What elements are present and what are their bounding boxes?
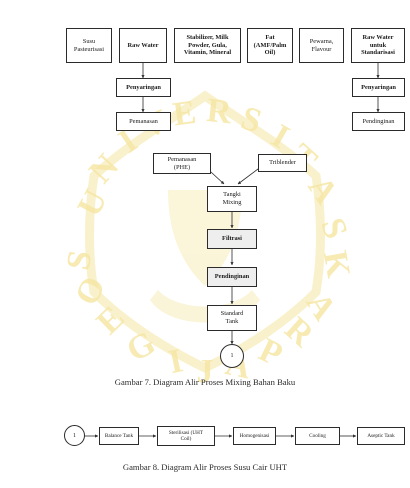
input-raw-water-standarisasi: Raw Water untuk Standarisasi: [351, 28, 405, 63]
right-pendinginan-step: Pendinginan: [352, 112, 405, 131]
connector-circle-1: 1: [220, 344, 244, 368]
pendinginan-step: Pendinginan: [207, 267, 257, 287]
left-penyaringan-step: Penyaringan: [116, 78, 171, 97]
sterilisasi-uht-step: Sterilisasi (UHT Coil): [157, 426, 215, 446]
left-pemanasan-step: Pemanasan: [116, 112, 171, 131]
input-pewarna-flavour: Pewarna, Flavour: [299, 28, 344, 63]
right-penyaringan-step: Penyaringan: [352, 78, 405, 97]
triblender-step: Triblender: [258, 154, 307, 172]
cooling-step: Cooling: [295, 427, 340, 445]
figure-7-caption: Gambar 7. Diagram Alir Proses Mixing Bah…: [114, 377, 296, 387]
pemanasan-phe-step: Pemanasan (PHE): [153, 153, 211, 174]
homogenisasi-step: Homogenisasi: [233, 427, 276, 445]
watermark-letter: R: [205, 92, 234, 131]
standard-tank-step: Standard Tank: [207, 305, 257, 331]
watermark-letter: J: [197, 353, 214, 390]
watermark-letter: E: [171, 94, 199, 134]
input-susu-pasteurisasi: Susu Pasteurisasi: [66, 28, 112, 63]
input-stabilizer-milk-powder: Stabilizer, Milk Powder, Gula, Vitamin, …: [174, 28, 241, 63]
input-fat: Fat (AMF/Palm Oil): [247, 28, 293, 63]
aseptic-tank-step: Aseptic Tank: [357, 427, 405, 445]
filtrasi-step: Filtrasi: [207, 229, 257, 249]
balance-tank-step: Balance Tank: [99, 427, 139, 445]
figure-8-caption: Gambar 8. Diagram Alir Proses Susu Cair …: [122, 462, 288, 472]
tangki-mixing-step: Tangki Mixing: [207, 186, 257, 212]
input-raw-water: Raw Water: [119, 28, 167, 63]
connector-circle-1-start: 1: [64, 425, 85, 446]
